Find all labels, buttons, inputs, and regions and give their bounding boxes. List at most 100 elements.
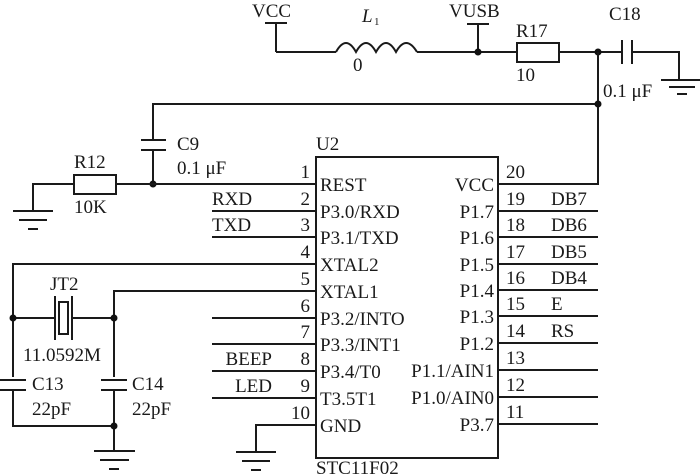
pin-name: P1.1/AIN1 xyxy=(411,361,494,382)
pin-number: 11 xyxy=(506,402,524,423)
pin-number: 8 xyxy=(301,349,311,370)
jt2-value: 11.0592M xyxy=(23,345,101,366)
ic-pin-6: 6P3.2/INTO xyxy=(212,296,405,330)
pin-name: P3.1/TXD xyxy=(320,228,399,249)
pin-number: 19 xyxy=(506,189,525,210)
ic-part-number: STC11F02 xyxy=(316,458,399,475)
ic-u2: U2 STC11F02 1REST2P3.0/RXDRXD3P3.1/TXDTX… xyxy=(212,134,598,475)
crystal-jt2: JT2 11.0592M xyxy=(13,274,114,366)
wire-c18-ground xyxy=(632,51,680,79)
capacitor-c9: C9 0.1 μF xyxy=(141,134,226,179)
pin-number: 20 xyxy=(506,162,525,183)
junction-dot xyxy=(110,314,118,322)
pin-number: 1 xyxy=(301,162,311,183)
crystal-body-icon xyxy=(58,301,69,335)
pin-number: 2 xyxy=(301,189,311,210)
pin-number: 18 xyxy=(506,215,525,236)
pin-name: T3.5T1 xyxy=(320,389,376,410)
c14-value: 22pF xyxy=(132,399,171,420)
inductor-l1: L 1 0 xyxy=(335,6,418,76)
l1-ref: L xyxy=(361,6,373,27)
pin-number: 16 xyxy=(506,268,525,289)
wire-c9-top xyxy=(152,103,598,140)
c18-ref: C18 xyxy=(609,4,641,25)
pin-name: P3.3/INT1 xyxy=(320,335,401,356)
capacitor-c14: C14 22pF xyxy=(101,374,171,420)
pin-number: 15 xyxy=(506,294,525,315)
resistor-r17: R17 10 xyxy=(516,21,560,86)
capacitor-c13: C13 22pF xyxy=(0,374,71,420)
pin-name: P1.6 xyxy=(460,228,494,249)
ic-body xyxy=(315,156,499,459)
ic-pin-3: 3P3.1/TXD TXD xyxy=(212,215,399,249)
net-label: DB7 xyxy=(551,189,587,210)
vusb-label: VUSB xyxy=(449,1,500,22)
c9-value: 0.1 μF xyxy=(177,158,226,179)
vcc-label: VCC xyxy=(252,1,291,22)
pin-number: 5 xyxy=(301,269,311,290)
pin-name: P1.0/AIN0 xyxy=(411,388,494,409)
pin-name: P3.2/INTO xyxy=(320,309,405,330)
pin-name: VCC xyxy=(455,175,494,196)
pin-name: P1.7 xyxy=(460,202,494,223)
net-label: DB4 xyxy=(551,268,587,289)
c9-ref: C9 xyxy=(177,134,199,155)
ic-pin-7: 7P3.3/INT1 xyxy=(212,322,401,356)
inductor-coil-icon xyxy=(335,42,418,55)
junction-dot xyxy=(110,422,118,430)
r17-ref: R17 xyxy=(516,21,548,42)
net-label: RXD xyxy=(212,189,252,210)
pin-name: P3.7 xyxy=(460,415,494,436)
c13-ref: C13 xyxy=(32,374,64,395)
net-label: RS xyxy=(551,321,574,342)
pin-number: 14 xyxy=(506,321,526,342)
wire-r12-ground xyxy=(32,183,74,210)
resistor-r12: R12 10K xyxy=(73,152,117,218)
r17-value: 10 xyxy=(516,65,535,86)
ground-icon xyxy=(661,79,700,95)
net-label: BEEP xyxy=(226,349,272,370)
l1-ref-subscript: 1 xyxy=(374,16,380,28)
c13-value: 22pF xyxy=(32,399,71,420)
pin-name: REST xyxy=(320,175,367,196)
resistor-body-icon xyxy=(516,42,560,63)
pin-number: 4 xyxy=(301,242,311,263)
pin-number: 9 xyxy=(301,376,311,397)
pin-name: XTAL1 xyxy=(320,282,379,303)
net-label: TXD xyxy=(212,215,251,236)
c18-value: 0.1 μF xyxy=(603,81,652,102)
wire-gnd-pin xyxy=(255,424,316,451)
pin-number: 12 xyxy=(506,375,525,396)
pin-name: P1.2 xyxy=(460,334,494,355)
pin-name: GND xyxy=(320,416,361,437)
wire-vcc-rail xyxy=(498,52,599,185)
resistor-body-icon xyxy=(73,174,117,195)
pin-number: 3 xyxy=(301,215,311,236)
ground-icon xyxy=(94,450,135,470)
pin-number: 13 xyxy=(506,348,525,369)
pin-number: 6 xyxy=(301,296,311,317)
r12-ref: R12 xyxy=(74,152,106,173)
net-label: DB5 xyxy=(551,242,587,263)
c14-ref: C14 xyxy=(132,374,164,395)
ic-right-pins: 20VCC19P1.7DB718P1.6DB617P1.5DB516P1.4DB… xyxy=(411,162,598,436)
vusb-power-port: VUSB xyxy=(449,1,500,56)
ground-icon xyxy=(236,451,276,471)
pin-name: XTAL2 xyxy=(320,255,379,276)
pin-name: P3.4/T0 xyxy=(320,362,381,383)
pin-number: 17 xyxy=(506,242,525,263)
wire-xtal2 xyxy=(12,263,316,377)
ic-left-pins: 1REST2P3.0/RXDRXD3P3.1/TXDTXD4XTAL25XTAL… xyxy=(212,162,405,437)
